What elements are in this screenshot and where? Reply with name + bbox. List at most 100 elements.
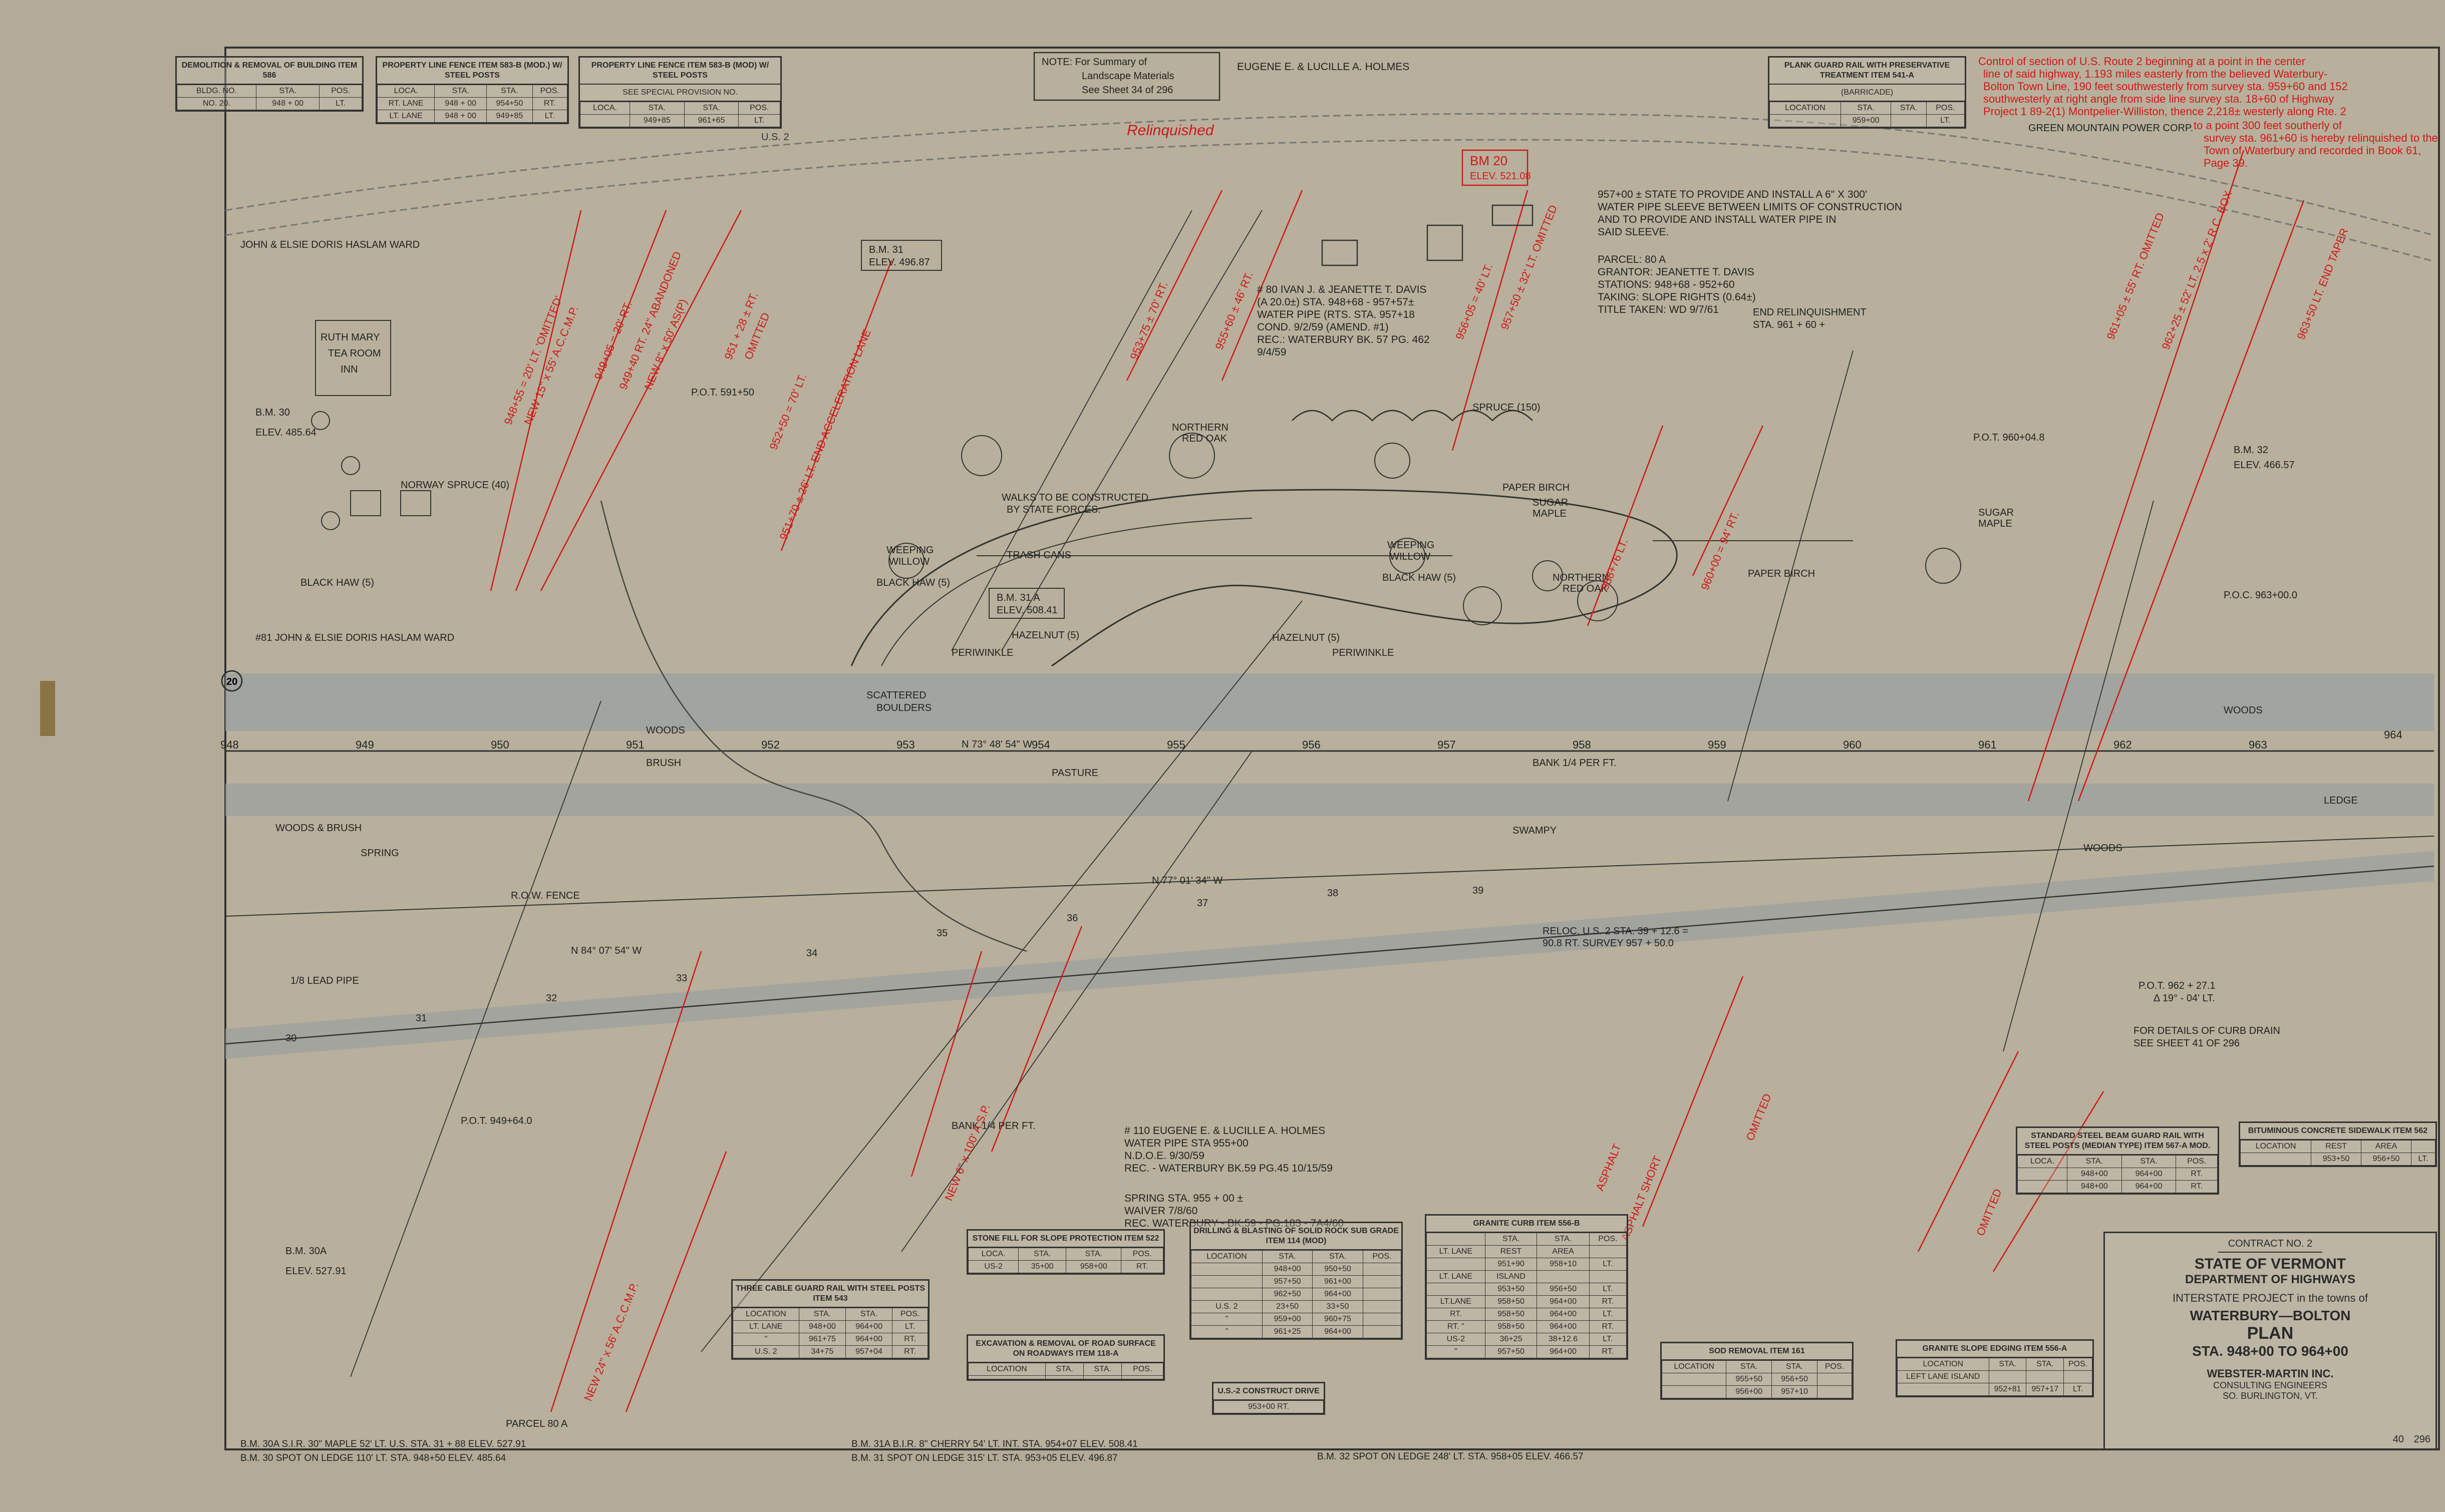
bearing-label-3: N 84° 07' 54" W: [571, 945, 642, 956]
holmes-line-2: WATER PIPE STA 955+00: [1124, 1138, 1249, 1149]
excavation-title: EXCAVATION & REMOVAL OF ROAD SURFACE ON …: [968, 1336, 1163, 1363]
house-building: [1426, 224, 1463, 261]
us2-station-labels: 30 31 32 33 34 35 36 37 38 39: [285, 885, 1483, 1044]
summary-note-1: NOTE: For Summary of: [1042, 57, 1147, 68]
drilling-title: DRILLING & BLASTING OF SOLID ROCK SUB GR…: [1191, 1223, 1401, 1250]
svg-text:33: 33: [676, 973, 687, 984]
svg-text:B.M. 31 SPOT ON LEDGE 315' LT.: B.M. 31 SPOT ON LEDGE 315' LT. STA. 953+…: [851, 1453, 1118, 1463]
black-haw-label-3: BLACK HAW (5): [300, 577, 374, 588]
water-pipe-line-3: AND TO PROVIDE AND INSTALL WATER PIPE IN: [1598, 214, 1837, 225]
bituminous-table: BITUMINOUS CONCRETE SIDEWALK ITEM 562 LO…: [2239, 1121, 2437, 1167]
brook: [600, 500, 1027, 952]
engineer-name: WEBSTER-MARTIN INC.: [2207, 1367, 2334, 1380]
sugar-maple-4: MAPLE: [1978, 518, 2012, 529]
svg-text:950: 950: [491, 738, 509, 751]
water-pipe-line-4: SAID SLEEVE.: [1598, 226, 1669, 238]
svg-text:Control of section of U.S. Rou: Control of section of U.S. Route 2 begin…: [1978, 55, 2305, 68]
woods-brush-label: WOODS & BRUSH: [275, 823, 362, 834]
svg-text:B.M. 30A S.I.R. 30" MAPLE 52': B.M. 30A S.I.R. 30" MAPLE 52' LT. U.S. S…: [240, 1439, 526, 1449]
bm31a-title: B.M. 31 A: [997, 592, 1040, 603]
svg-text:southwesterly at right angle f: southwesterly at right angle from side l…: [1983, 93, 2334, 105]
tea-room-building: [315, 320, 391, 396]
spring-label: SPRING: [361, 848, 399, 859]
svg-text:960: 960: [1843, 738, 1862, 751]
svg-text:38: 38: [1327, 888, 1338, 899]
holmes-line-7: WAIVER 7/8/60: [1124, 1205, 1197, 1217]
lead-pipe-label: 1/8 LEAD PIPE: [290, 975, 359, 986]
parcel-line-4: TAKING: SLOPE RIGHTS (0.64±): [1598, 291, 1756, 303]
tape-mark: [40, 681, 55, 736]
svg-text:35: 35: [937, 928, 948, 939]
davis-line-4: COND. 9/2/59 (AMEND. #1): [1257, 321, 1389, 333]
northern-red-oak-2: RED OAK: [1182, 433, 1228, 444]
bm30a-elev: ELEV. 527.91: [285, 1266, 347, 1277]
trash-cans-label: TRASH CANS: [1007, 550, 1071, 561]
green-mountain: GREEN MOUNTAIN POWER CORP.: [2028, 123, 2193, 134]
interstate-lane-right: [225, 784, 2434, 816]
black-haw-label-2: BLACK HAW (5): [1382, 572, 1456, 583]
fence-b-table: PROPERTY LINE FENCE ITEM 583-B (MOD.) W/…: [376, 56, 569, 124]
barn-building: [1321, 239, 1358, 266]
svg-text:962: 962: [2113, 738, 2132, 751]
svg-text:37: 37: [1197, 898, 1208, 909]
red-annotation-leaders: [490, 150, 2305, 1412]
sheet-number-block: 40 296: [2393, 1434, 2430, 1445]
pot-960-label: P.O.T. 960+04.8: [1973, 432, 2045, 443]
northern-red-oak: NORTHERN: [1172, 422, 1229, 433]
bituminous-title: BITUMINOUS CONCRETE SIDEWALK ITEM 562: [2240, 1123, 2435, 1140]
davis-line-1: # 80 IVAN J. & JEANETTE T. DAVIS: [1257, 284, 1426, 295]
contract-number: CONTRACT NO. 2: [2218, 1236, 2322, 1253]
title-block: CONTRACT NO. 2 STATE OF VERMONT DEPARTME…: [2103, 1232, 2437, 1450]
granite-curb-title: GRANITE CURB ITEM 556-B: [1426, 1216, 1627, 1233]
svg-text:Town of Waterbury and recorded: Town of Waterbury and recorded in Book 6…: [2204, 144, 2421, 157]
granite-edging-table: GRANITE SLOPE EDGING ITEM 556-A LOCATION…: [1896, 1339, 2094, 1397]
svg-text:956: 956: [1302, 738, 1321, 751]
control-note: Control of section of U.S. Route 2 begin…: [1978, 55, 2438, 169]
summary-note-3: See Sheet 34 of 296: [1082, 85, 1173, 96]
svg-text:B.M. 30 SPOT ON LEDGE 110' LT.: B.M. 30 SPOT ON LEDGE 110' LT. STA. 948+…: [240, 1453, 506, 1463]
bm30a-title: B.M. 30A: [285, 1246, 327, 1257]
svg-text:951: 951: [626, 738, 645, 751]
brush-label: BRUSH: [646, 758, 681, 769]
tea-room-line-1: RUTH MARY: [321, 332, 380, 343]
haslam-top-label: JOHN & ELSIE DORIS HASLAM WARD: [240, 239, 420, 250]
end-relinquishment: END RELINQUISHMENT: [1753, 307, 1867, 318]
tea-room-line-3: INN: [341, 364, 358, 375]
demolition-title: DEMOLITION & REMOVAL OF BUILDING ITEM 58…: [177, 58, 362, 85]
weeping-willow-label-3: WEEPING: [1387, 540, 1434, 551]
pot-962-delta: Δ 19° - 04' LT.: [2154, 993, 2215, 1004]
three-cable-table: THREE CABLE GUARD RAIL WITH STEEL POSTS …: [731, 1279, 930, 1360]
woods-label: WOODS: [646, 725, 685, 736]
svg-text:39: 39: [1472, 885, 1483, 896]
norway-spruce-label: NORWAY SPRUCE (40): [401, 480, 509, 491]
bearing-label-1: N 73° 48' 54" W: [962, 739, 1032, 750]
fence-mod-subtitle: SEE SPECIAL PROVISION NO.: [580, 85, 780, 102]
bm31-title: B.M. 31: [869, 244, 903, 255]
bm20-box: [1461, 149, 1529, 186]
relinquished-label: Relinquished: [1127, 122, 1214, 139]
poc-963-label: P.O.C. 963+00.0: [2224, 590, 2297, 601]
row-fence-line: [225, 836, 2434, 917]
svg-text:31: 31: [416, 1013, 427, 1024]
cabin-building: [350, 490, 381, 516]
construct-drive-title: U.S.-2 CONSTRUCT DRIVE: [1213, 1383, 1324, 1400]
svg-text:32: 32: [546, 993, 557, 1004]
building-20-number: 20: [226, 676, 237, 687]
svg-text:957: 957: [1437, 738, 1456, 751]
hazelnut-label: HAZELNUT (5): [1012, 630, 1079, 641]
holmes-line-6: SPRING STA. 955 + 00 ±: [1124, 1193, 1243, 1204]
bm31-box: [861, 240, 942, 271]
black-haw-label: BLACK HAW (5): [876, 577, 950, 588]
sheet-number: 40: [2392, 1434, 2404, 1445]
drilling-table: DRILLING & BLASTING OF SOLID ROCK SUB GR…: [1189, 1222, 1403, 1340]
interstate-lane-left: [225, 673, 2434, 731]
woods-label-2: WOODS: [2224, 705, 2263, 716]
svg-text:961: 961: [1978, 738, 1997, 751]
svg-text:952: 952: [761, 738, 780, 751]
granite-curb-table: GRANITE CURB ITEM 556-B STA.STA.POS. LT.…: [1425, 1214, 1628, 1360]
svg-text:953: 953: [896, 738, 915, 751]
svg-text:964: 964: [2384, 728, 2402, 741]
